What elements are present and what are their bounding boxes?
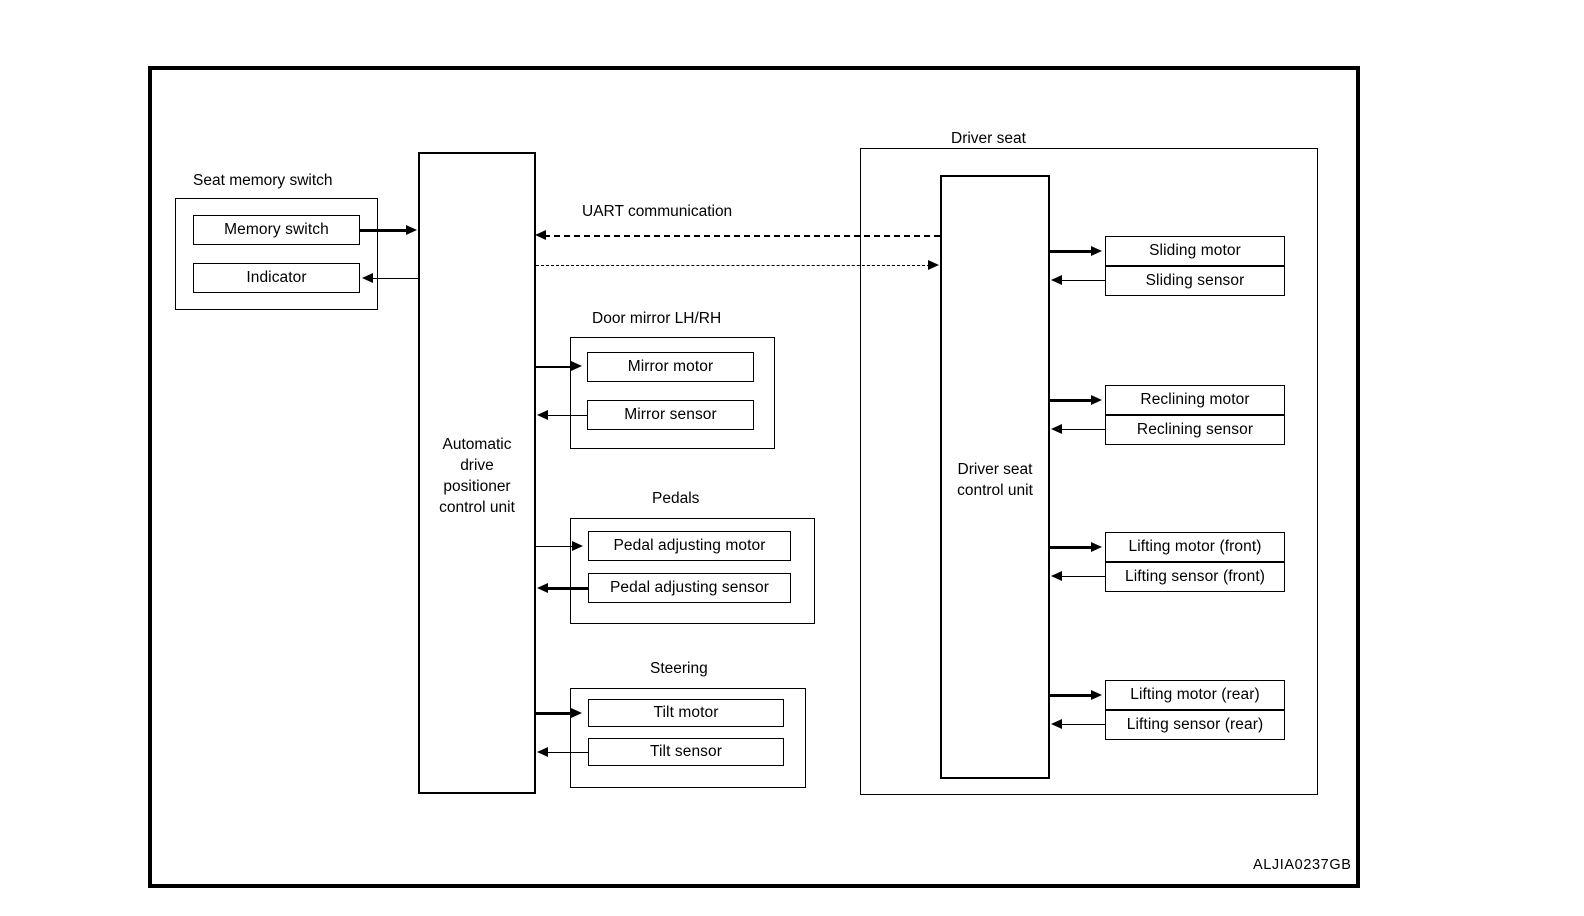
arrowhead-lifting-sensor-rear-to-dscu bbox=[1051, 718, 1062, 729]
tilt-motor-box[interactable]: Tilt motor bbox=[588, 699, 784, 727]
link-adp-to-pedal-motor bbox=[536, 545, 577, 548]
sliding-sensor-box[interactable]: Sliding sensor bbox=[1105, 265, 1285, 296]
mirror-sensor-box[interactable]: Mirror sensor bbox=[587, 400, 754, 430]
reference-code: ALJIA0237GB bbox=[1253, 857, 1352, 873]
arrowhead-adp-to-indicator bbox=[362, 272, 373, 283]
arrowhead-adp-to-tilt-motor bbox=[571, 707, 582, 718]
memory-switch-box[interactable]: Memory switch bbox=[193, 215, 360, 245]
arrowhead-sliding-sensor-to-dscu bbox=[1051, 274, 1062, 285]
link-reclining-sensor-to-dscu bbox=[1059, 428, 1106, 431]
indicator-box[interactable]: Indicator bbox=[193, 263, 360, 293]
lifting-motor-rear-box[interactable]: Lifting motor (rear) bbox=[1105, 680, 1285, 710]
lifting-sensor-rear-box[interactable]: Lifting sensor (rear) bbox=[1105, 709, 1285, 740]
pedals-title: Pedals bbox=[652, 490, 700, 507]
arrowhead-dscu-to-lifting-motor-rear bbox=[1091, 689, 1102, 700]
arrowhead-uart-inbound bbox=[535, 229, 546, 240]
driver-seat-control-unit-label: Driver seat control unit bbox=[957, 461, 1033, 499]
automatic-drive-positioner-label: Automatic drive positioner control unit bbox=[439, 436, 515, 516]
arrowhead-adp-to-pedal-motor bbox=[572, 541, 583, 551]
reclining-motor-box[interactable]: Reclining motor bbox=[1105, 385, 1285, 415]
door-mirror-title: Door mirror LH/RH bbox=[592, 310, 722, 327]
arrowhead-pedal-sensor-to-adp bbox=[537, 582, 548, 593]
lifting-motor-front-box[interactable]: Lifting motor (front) bbox=[1105, 532, 1285, 562]
seat-memory-switch-group bbox=[175, 198, 378, 310]
link-adp-to-tilt-motor bbox=[536, 712, 576, 715]
uart-line-inbound bbox=[544, 235, 940, 237]
uart-communication-label: UART communication bbox=[582, 203, 733, 220]
link-dscu-to-sliding-motor bbox=[1050, 250, 1096, 253]
link-dscu-to-reclining-motor bbox=[1050, 399, 1096, 402]
arrowhead-dscu-to-lifting-motor-front bbox=[1091, 541, 1102, 552]
link-tilt-sensor-to-adp bbox=[545, 751, 589, 754]
reclining-sensor-box[interactable]: Reclining sensor bbox=[1105, 414, 1285, 445]
arrowhead-adp-to-mirror-motor bbox=[571, 361, 582, 371]
link-lifting-sensor-rear-to-dscu bbox=[1059, 723, 1106, 726]
arrowhead-uart-outbound bbox=[928, 259, 939, 270]
arrowhead-memory-switch-to-adp bbox=[406, 224, 417, 235]
link-adp-to-indicator bbox=[368, 277, 421, 280]
arrowhead-dscu-to-sliding-motor bbox=[1091, 245, 1102, 256]
link-dscu-to-lifting-motor-rear bbox=[1050, 694, 1096, 697]
arrowhead-dscu-to-reclining-motor bbox=[1091, 394, 1102, 405]
door-mirror-group bbox=[570, 337, 775, 449]
link-memory-switch-to-adp bbox=[360, 229, 413, 232]
link-mirror-sensor-to-adp bbox=[545, 414, 588, 417]
driver-seat-group bbox=[860, 148, 1318, 795]
seat-memory-switch-title: Seat memory switch bbox=[193, 172, 333, 189]
driver-seat-title: Driver seat bbox=[951, 130, 1026, 147]
lifting-sensor-front-box[interactable]: Lifting sensor (front) bbox=[1105, 561, 1285, 592]
steering-title: Steering bbox=[650, 660, 708, 677]
arrowhead-lifting-sensor-front-to-dscu bbox=[1051, 570, 1062, 581]
pedal-adjusting-motor-box[interactable]: Pedal adjusting motor bbox=[588, 531, 791, 561]
link-dscu-to-lifting-motor-front bbox=[1050, 546, 1096, 549]
arrowhead-mirror-sensor-to-adp bbox=[537, 409, 548, 420]
driver-seat-control-unit[interactable]: Driver seat control unit bbox=[940, 175, 1050, 779]
sliding-motor-box[interactable]: Sliding motor bbox=[1105, 236, 1285, 266]
link-pedal-sensor-to-adp bbox=[545, 587, 589, 590]
steering-group bbox=[570, 688, 806, 788]
pedal-adjusting-sensor-box[interactable]: Pedal adjusting sensor bbox=[588, 573, 791, 603]
pedals-group bbox=[570, 518, 815, 624]
uart-line-outbound bbox=[536, 265, 930, 266]
arrowhead-tilt-sensor-to-adp bbox=[537, 746, 548, 757]
automatic-drive-positioner-control-unit[interactable]: Automatic drive positioner control unit bbox=[418, 152, 536, 794]
link-lifting-sensor-front-to-dscu bbox=[1059, 575, 1106, 578]
tilt-sensor-box[interactable]: Tilt sensor bbox=[588, 738, 784, 766]
arrowhead-reclining-sensor-to-dscu bbox=[1051, 423, 1062, 434]
link-adp-to-mirror-motor bbox=[536, 365, 576, 369]
mirror-motor-box[interactable]: Mirror motor bbox=[587, 352, 754, 382]
link-sliding-sensor-to-dscu bbox=[1059, 279, 1106, 282]
